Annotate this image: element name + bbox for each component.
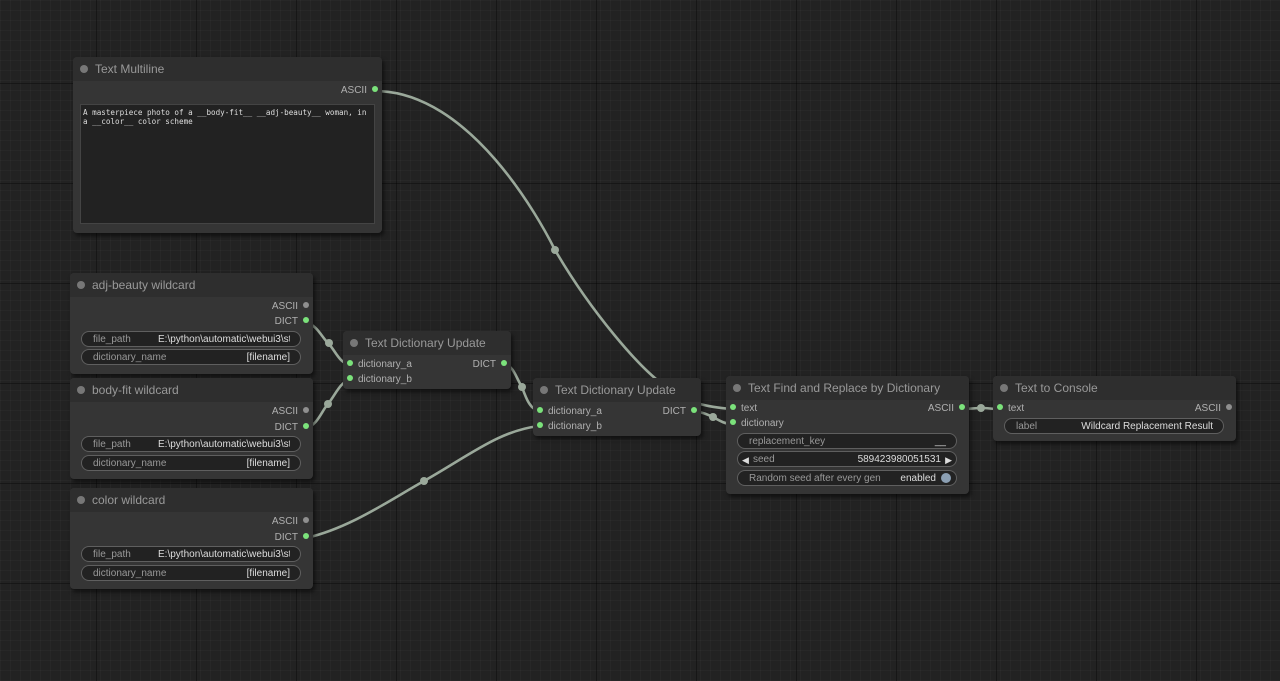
node-text-dictionary-update-1[interactable]: Text Dictionary Update dictionary_a dict… bbox=[343, 331, 511, 389]
dictionary-name-field[interactable]: dictionary_name [filename] bbox=[81, 565, 301, 581]
slot-connected-icon[interactable] bbox=[347, 375, 353, 382]
slot-connected-icon[interactable] bbox=[537, 422, 543, 429]
link-midpoint bbox=[709, 413, 717, 421]
collapse-dot-icon[interactable] bbox=[733, 384, 741, 392]
slot-unconnected-icon[interactable] bbox=[303, 407, 309, 414]
input-slot-dictionary[interactable]: dictionary bbox=[730, 417, 784, 431]
node-title-text: body-fit wildcard bbox=[92, 383, 179, 397]
link-midpoint bbox=[977, 404, 985, 412]
replacement-key-field[interactable]: replacement_key __ bbox=[737, 433, 957, 449]
collapse-dot-icon[interactable] bbox=[77, 386, 85, 394]
file-path-field[interactable]: file_path E:\python\automatic\webui3\sta bbox=[81, 436, 301, 452]
link-midpoint bbox=[420, 477, 428, 485]
slot-connected-icon[interactable] bbox=[730, 419, 736, 426]
collapse-dot-icon[interactable] bbox=[77, 496, 85, 504]
input-slot-dictionary-b[interactable]: dictionary_b bbox=[537, 420, 602, 434]
text-multiline-textarea[interactable]: A masterpiece photo of a __body-fit__ __… bbox=[80, 104, 375, 224]
slot-connected-icon[interactable] bbox=[537, 407, 543, 414]
node-text-multiline[interactable]: Text Multiline ASCII A masterpiece photo… bbox=[73, 57, 382, 233]
node-title[interactable]: Text to Console bbox=[993, 376, 1236, 400]
collapse-dot-icon[interactable] bbox=[80, 65, 88, 73]
node-title[interactable]: Text Find and Replace by Dictionary bbox=[726, 376, 969, 400]
collapse-dot-icon[interactable] bbox=[77, 281, 85, 289]
slot-connected-icon[interactable] bbox=[959, 404, 965, 411]
node-title[interactable]: adj-beauty wildcard bbox=[70, 273, 313, 297]
slot-unconnected-icon[interactable] bbox=[303, 302, 309, 309]
node-title[interactable]: Text Dictionary Update bbox=[533, 378, 701, 402]
node-title[interactable]: Text Multiline bbox=[73, 57, 382, 81]
output-slot-ascii[interactable]: ASCII bbox=[272, 405, 309, 419]
output-slot-dict[interactable]: DICT bbox=[275, 531, 309, 545]
input-slot-text[interactable]: text bbox=[730, 402, 757, 416]
random-seed-toggle[interactable]: Random seed after every gen enabled bbox=[737, 470, 957, 486]
slot-connected-icon[interactable] bbox=[730, 404, 736, 411]
node-title-text: adj-beauty wildcard bbox=[92, 278, 196, 292]
input-slot-text[interactable]: text bbox=[997, 402, 1024, 416]
node-text-find-replace[interactable]: Text Find and Replace by Dictionary text… bbox=[726, 376, 969, 494]
link-midpoint bbox=[325, 339, 333, 347]
decrement-arrow-icon[interactable]: ◀ bbox=[742, 455, 749, 465]
node-title[interactable]: Text Dictionary Update bbox=[343, 331, 511, 355]
node-title[interactable]: color wildcard bbox=[70, 488, 313, 512]
slot-connected-icon[interactable] bbox=[501, 360, 507, 367]
increment-arrow-icon[interactable]: ▶ bbox=[945, 455, 952, 465]
slot-connected-icon[interactable] bbox=[372, 86, 378, 93]
node-title-text: Text to Console bbox=[1015, 381, 1098, 395]
output-slot-dict[interactable]: DICT bbox=[663, 405, 697, 419]
slot-unconnected-icon[interactable] bbox=[1226, 404, 1232, 411]
input-slot-dictionary-a[interactable]: dictionary_a bbox=[537, 405, 602, 419]
node-body-fit-wildcard[interactable]: body-fit wildcard ASCII DICT file_path E… bbox=[70, 378, 313, 479]
file-path-field[interactable]: file_path E:\python\automatic\webui3\sta bbox=[81, 546, 301, 562]
slot-connected-icon[interactable] bbox=[303, 317, 309, 324]
output-slot-dict[interactable]: DICT bbox=[275, 315, 309, 329]
input-slot-dictionary-b[interactable]: dictionary_b bbox=[347, 373, 412, 387]
toggle-knob-icon[interactable] bbox=[941, 473, 951, 483]
node-adj-beauty-wildcard[interactable]: adj-beauty wildcard ASCII DICT file_path… bbox=[70, 273, 313, 374]
node-color-wildcard[interactable]: color wildcard ASCII DICT file_path E:\p… bbox=[70, 488, 313, 589]
slot-connected-icon[interactable] bbox=[691, 407, 697, 414]
link-midpoint bbox=[518, 383, 526, 391]
output-slot-ascii[interactable]: ASCII bbox=[1195, 402, 1232, 416]
node-title-text: Text Multiline bbox=[95, 62, 165, 76]
seed-number-field[interactable]: ◀ seed 589423980051531 ▶ bbox=[737, 451, 957, 467]
output-slot-ascii[interactable]: ASCII bbox=[928, 402, 965, 416]
dictionary-name-field[interactable]: dictionary_name [filename] bbox=[81, 455, 301, 471]
output-slot-dict[interactable]: DICT bbox=[473, 358, 507, 372]
node-text-to-console[interactable]: Text to Console text ASCII label Wildcar… bbox=[993, 376, 1236, 441]
link-midpoint bbox=[551, 246, 559, 254]
output-slot-dict[interactable]: DICT bbox=[275, 421, 309, 435]
node-title[interactable]: body-fit wildcard bbox=[70, 378, 313, 402]
input-slot-dictionary-a[interactable]: dictionary_a bbox=[347, 358, 412, 372]
slot-connected-icon[interactable] bbox=[303, 533, 309, 540]
slot-connected-icon[interactable] bbox=[303, 423, 309, 430]
link-color-to-update2 bbox=[305, 424, 541, 540]
output-slot-ascii[interactable]: ASCII bbox=[272, 515, 309, 529]
collapse-dot-icon[interactable] bbox=[1000, 384, 1008, 392]
node-title-text: color wildcard bbox=[92, 493, 166, 507]
node-title-text: Text Dictionary Update bbox=[555, 383, 676, 397]
link-midpoint bbox=[324, 400, 332, 408]
dictionary-name-field[interactable]: dictionary_name [filename] bbox=[81, 349, 301, 365]
label-field[interactable]: label Wildcard Replacement Result bbox=[1004, 418, 1224, 434]
slot-unconnected-icon[interactable] bbox=[303, 517, 309, 524]
node-title-text: Text Dictionary Update bbox=[365, 336, 486, 350]
file-path-field[interactable]: file_path E:\python\automatic\webui3\sta bbox=[81, 331, 301, 347]
output-slot-ascii[interactable]: ASCII bbox=[341, 84, 378, 98]
node-title-text: Text Find and Replace by Dictionary bbox=[748, 381, 941, 395]
collapse-dot-icon[interactable] bbox=[540, 386, 548, 394]
collapse-dot-icon[interactable] bbox=[350, 339, 358, 347]
output-slot-ascii[interactable]: ASCII bbox=[272, 300, 309, 314]
slot-connected-icon[interactable] bbox=[347, 360, 353, 367]
node-text-dictionary-update-2[interactable]: Text Dictionary Update dictionary_a dict… bbox=[533, 378, 701, 436]
slot-connected-icon[interactable] bbox=[997, 404, 1003, 411]
